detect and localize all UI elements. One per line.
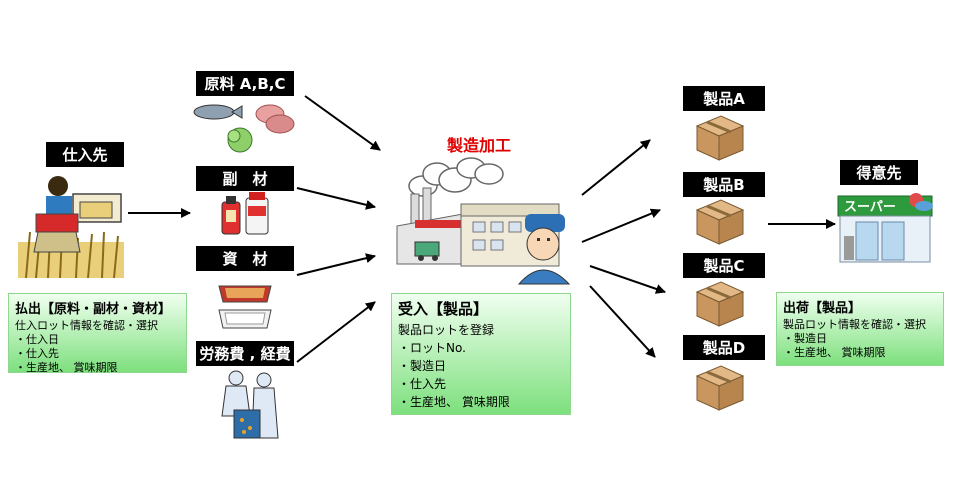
product-d-label: 製品D [683,335,765,360]
farmer-illustration [18,176,124,278]
arrow-process-to-product-c [589,265,666,294]
receive-line: ・製造日 [398,359,447,373]
product-box-icon [695,199,745,245]
product-box-icon [695,281,745,327]
supermarket-illustration: スーパー [837,193,933,263]
payout-info-box: 払出【原料・副材・資材】 仕入ロット情報を確認・選択 ・仕入日 ・仕入先 ・生産… [8,293,187,374]
ship-info-box: 出荷【製品】 製品ロット情報を確認・選択 ・製造日 ・生産地、 賞味期限 [776,292,944,366]
ship-title: 出荷【製品】 [783,301,862,316]
ship-line: 製品ロット情報を確認・選択 [783,318,926,331]
process-title: 製造加工 [447,136,512,155]
store-sign-text: スーパー [844,200,896,215]
receive-line: ・生産地、 賞味期限 [398,395,510,409]
factory-workers-illustration [221,370,279,439]
sub-material-label: 副 材 [196,166,294,191]
factory-illustration [396,157,571,285]
receive-line: ・ロットNo. [398,341,466,355]
arrow-material-to-process [296,253,376,276]
payout-line: ・仕入先 [15,347,59,360]
supplier-label: 仕入先 [46,142,124,167]
receive-title: 受入【製品】 [398,300,489,318]
food-trays-illustration [218,285,272,329]
arrow-process-to-product-a [581,139,651,196]
product-a-label: 製品A [683,86,765,111]
arrow-labor-to-process [296,301,376,363]
arrow-raw-to-process [304,95,381,151]
receive-line: 製品ロットを登録 [398,323,495,337]
labor-expense-label: 労務費 , 経費 [196,341,294,366]
payout-line: 仕入ロット情報を確認・選択 [15,319,158,332]
receive-line: ・仕入先 [398,377,447,391]
payout-line: ・仕入日 [15,333,59,346]
packaging-material-label: 資 材 [196,246,294,271]
arrow-sub-to-process [296,187,376,210]
product-box-icon [695,365,745,411]
payout-line: ・生産地、 賞味期限 [15,361,118,374]
product-box-icon [695,115,745,161]
ship-line: ・生産地、 賞味期限 [783,346,886,359]
raw-ingredients-illustration [193,104,295,153]
product-b-label: 製品B [683,172,765,197]
payout-title: 払出【原料・副材・資材】 [15,302,172,317]
product-c-label: 製品C [683,253,765,278]
receive-info-box: 受入【製品】 製品ロットを登録 ・ロットNo. ・製造日 ・仕入先 ・生産地、 … [391,293,571,415]
raw-material-label: 原料 A,B,C [196,71,294,96]
arrow-process-to-product-d [589,285,656,358]
seasoning-bottles-illustration [221,192,269,235]
customer-label: 得意先 [840,160,918,185]
ship-line: ・製造日 [783,332,827,345]
arrow-process-to-product-b [581,208,661,243]
